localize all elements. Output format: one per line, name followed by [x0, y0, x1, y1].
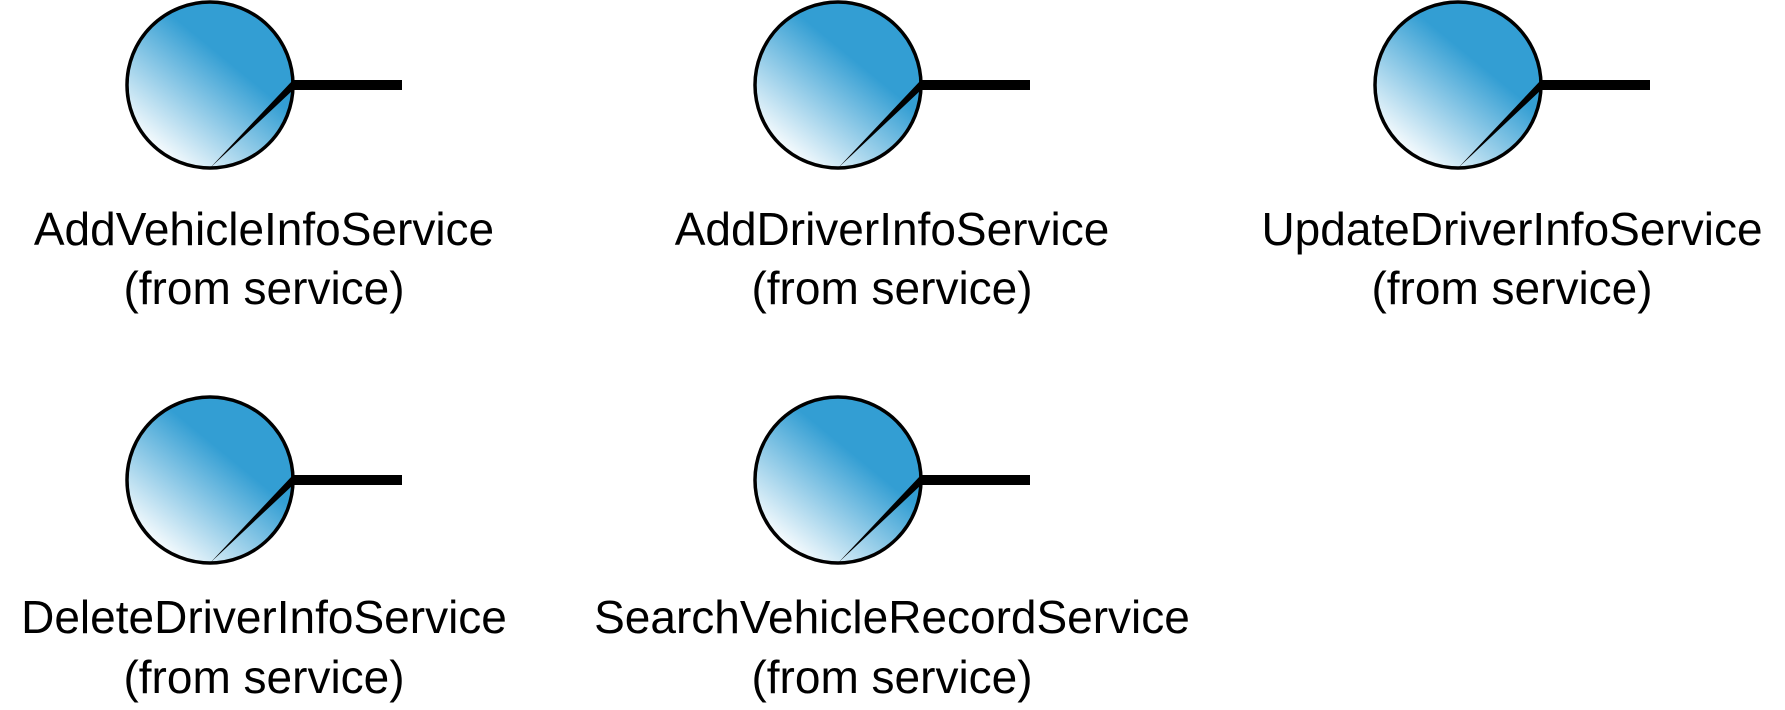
service-node[interactable]: SearchVehicleRecordService (from service…: [594, 395, 1190, 703]
service-node[interactable]: AddDriverInfoService (from service): [675, 0, 1110, 314]
service-name: SearchVehicleRecordService: [594, 591, 1190, 643]
service-interface-icon: [125, 395, 402, 565]
service-package: (from service): [123, 651, 404, 703]
service-package: (from service): [751, 262, 1032, 314]
service-node[interactable]: DeleteDriverInfoService (from service): [21, 395, 507, 703]
service-interface-icon: [125, 0, 402, 170]
service-interface-icon: [753, 0, 1030, 170]
service-node[interactable]: UpdateDriverInfoService (from service): [1261, 0, 1763, 314]
service-interface-icon: [753, 395, 1030, 565]
service-name: AddDriverInfoService: [675, 203, 1110, 255]
service-name: AddVehicleInfoService: [34, 203, 494, 255]
service-node[interactable]: AddVehicleInfoService (from service): [34, 0, 494, 314]
service-interface-icon: [1373, 0, 1650, 170]
service-name: DeleteDriverInfoService: [21, 591, 507, 643]
service-name: UpdateDriverInfoService: [1261, 203, 1762, 255]
service-package: (from service): [1371, 262, 1652, 314]
service-package: (from service): [123, 262, 404, 314]
service-package: (from service): [751, 651, 1032, 703]
